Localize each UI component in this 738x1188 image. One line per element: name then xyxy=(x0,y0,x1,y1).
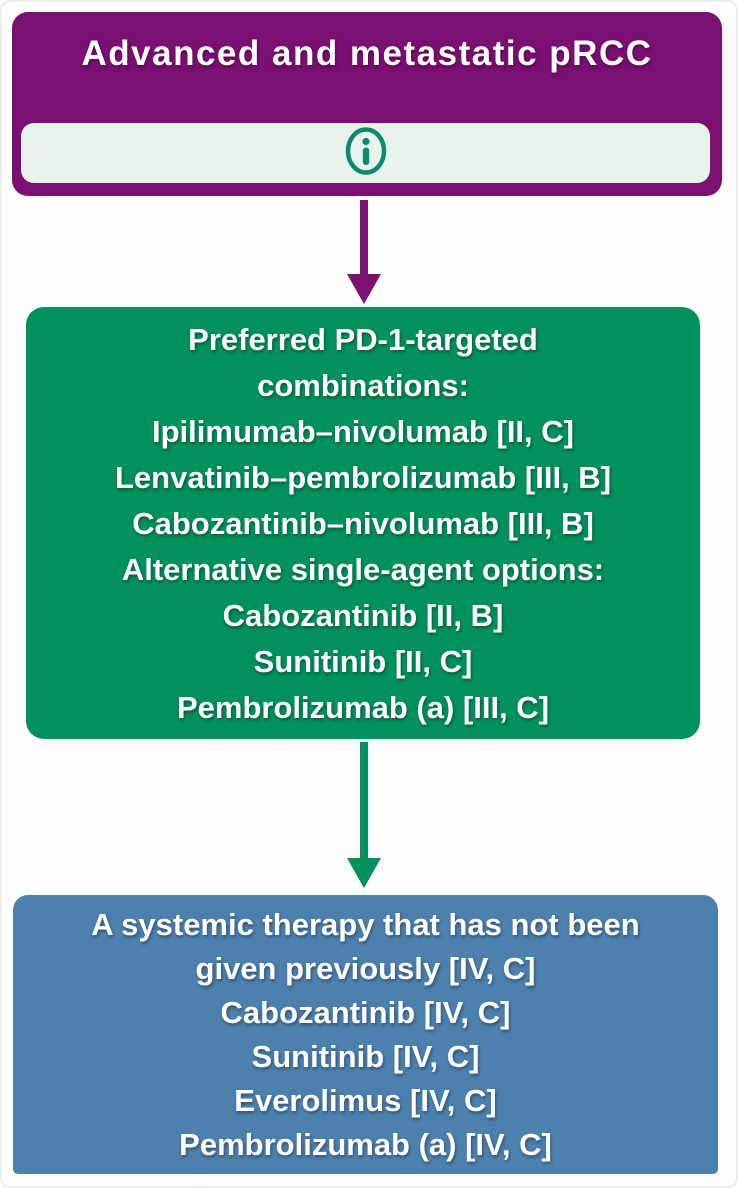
treatment-line: Cabozantinib [II, B] xyxy=(222,598,504,633)
treatment-line: Everolimus [IV, C] xyxy=(234,1083,497,1118)
treatment-line: Cabozantinib–nivolumab [III, B] xyxy=(132,506,594,541)
down-arrow-top-to-middle xyxy=(347,200,381,304)
treatment-line: A systemic therapy that has not been xyxy=(91,907,640,942)
treatment-line: Ipilimumab–nivolumab [II, C] xyxy=(152,414,574,449)
info-button[interactable] xyxy=(21,123,710,183)
down-arrow-middle-to-bottom xyxy=(347,742,381,888)
treatment-line: combinations: xyxy=(257,368,469,403)
treatment-line: Sunitinib [II, C] xyxy=(253,644,473,679)
info-icon xyxy=(344,126,388,181)
advanced-metastatic-prcc-box: Advanced and metastatic pRCC xyxy=(12,12,722,196)
arrow-head xyxy=(347,274,381,304)
treatment-line: Sunitinib [IV, C] xyxy=(251,1039,480,1074)
arrow-head xyxy=(347,858,381,888)
treatment-line: Cabozantinib [IV, C] xyxy=(220,995,511,1030)
arrow-stem xyxy=(360,200,368,274)
first-line-therapy-box: Preferred PD-1-targeted combinations: Ip… xyxy=(26,307,700,739)
treatment-line: Pembrolizumab (a) [IV, C] xyxy=(179,1127,552,1162)
treatment-line: Preferred PD-1-targeted xyxy=(188,322,538,357)
arrow-stem xyxy=(360,742,368,858)
page-title: Advanced and metastatic pRCC xyxy=(81,34,653,73)
treatment-line: Lenvatinib–pembrolizumab [III, B] xyxy=(114,460,612,495)
subsequent-therapy-box: A systemic therapy that has not been giv… xyxy=(13,895,718,1174)
treatment-line: Pembrolizumab (a) [III, C] xyxy=(176,690,550,725)
treatment-line: given previously [IV, C] xyxy=(195,951,536,986)
treatment-line: Alternative single-agent options: xyxy=(121,552,605,587)
